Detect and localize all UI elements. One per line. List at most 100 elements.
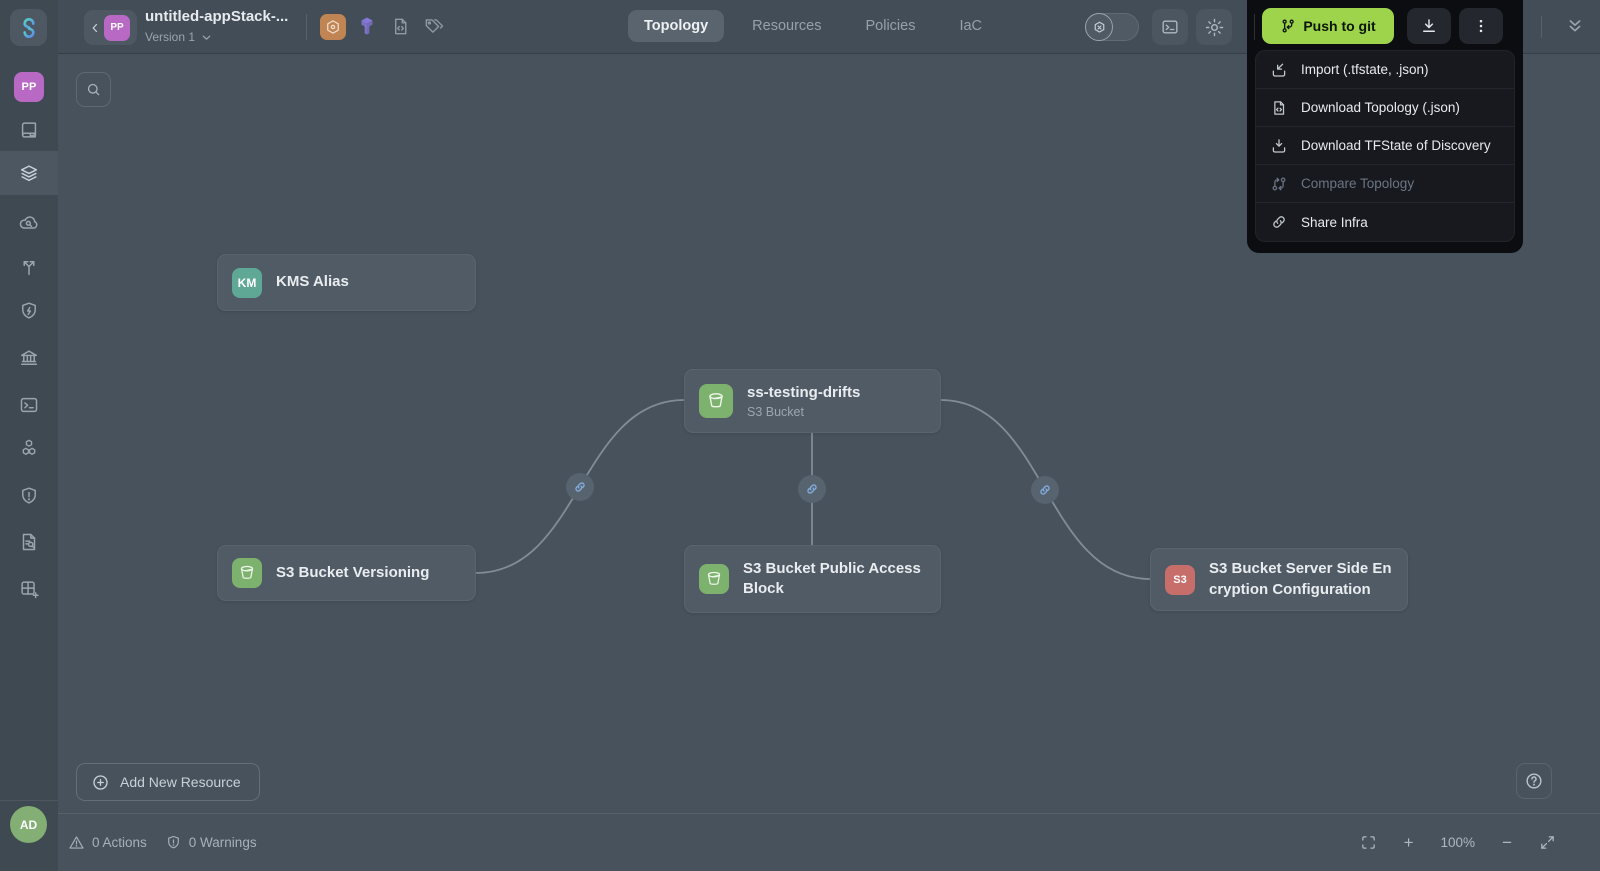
menu-item-download-tfstate[interactable]: Download TFState of Discovery bbox=[1256, 127, 1514, 165]
export-menu: Import (.tfstate, .json) Download Topolo… bbox=[1255, 50, 1515, 242]
import-icon bbox=[1270, 61, 1288, 79]
kebab-menu-icon bbox=[1472, 17, 1490, 35]
sidebar-item-policy-alerts[interactable] bbox=[0, 474, 58, 518]
terminal-icon bbox=[18, 394, 40, 416]
node-s3-bucket-sse-configuration[interactable]: S3 S3 Bucket Server Side Encryption Conf… bbox=[1150, 548, 1408, 611]
actions-count-label: 0 Actions bbox=[92, 835, 147, 850]
tab-resources[interactable]: Resources bbox=[736, 10, 837, 42]
link-icon bbox=[1270, 213, 1288, 231]
sidebar-item-stacks[interactable] bbox=[0, 151, 58, 195]
download-icon bbox=[1420, 17, 1438, 35]
logo-icon bbox=[17, 16, 41, 40]
node-title: S3 Bucket Server Side Encryption Configu… bbox=[1209, 559, 1393, 600]
workspace-avatar[interactable]: PP bbox=[14, 72, 44, 102]
back-button[interactable]: PP bbox=[84, 10, 137, 45]
double-chevron-down-icon bbox=[1564, 15, 1586, 37]
grid-plus-icon bbox=[18, 578, 40, 600]
shield-exclamation-icon bbox=[18, 485, 40, 507]
bank-icon bbox=[18, 347, 40, 369]
menu-item-label: Import (.tfstate, .json) bbox=[1301, 62, 1429, 77]
warning-triangle-icon bbox=[68, 834, 85, 851]
collapse-header-button[interactable] bbox=[1564, 15, 1586, 37]
fit-view-icon[interactable] bbox=[1360, 834, 1377, 851]
tags-icon bbox=[423, 16, 444, 37]
status-bar: 0 Actions 0 Warnings + 100% − bbox=[58, 813, 1600, 871]
warnings-count-label: 0 Warnings bbox=[189, 835, 257, 850]
layers-icon bbox=[18, 162, 40, 184]
download-tray-icon bbox=[1270, 137, 1288, 155]
panel-divider bbox=[1254, 14, 1255, 40]
terminal-icon bbox=[1160, 17, 1180, 37]
sidebar-item-governance[interactable] bbox=[0, 336, 58, 380]
tags-button[interactable] bbox=[423, 16, 444, 37]
zoom-in-button[interactable]: + bbox=[1404, 833, 1414, 853]
edge-link-button[interactable] bbox=[566, 473, 594, 501]
kms-resource-badge[interactable] bbox=[320, 14, 346, 40]
add-new-resource-button[interactable]: Add New Resource bbox=[76, 763, 260, 801]
project-badge: PP bbox=[104, 15, 130, 41]
node-title: S3 Bucket Versioning bbox=[276, 563, 429, 583]
sidebar-item-terminal[interactable] bbox=[0, 383, 58, 427]
cost-mode-toggle[interactable] bbox=[1085, 13, 1139, 41]
sidebar-item-branching[interactable] bbox=[0, 245, 58, 289]
user-avatar[interactable]: AD bbox=[10, 806, 47, 843]
link-icon bbox=[805, 482, 819, 496]
node-s3-bucket-versioning[interactable]: S3 Bucket Versioning bbox=[217, 545, 476, 601]
kms-hexagon-icon bbox=[324, 18, 342, 36]
sidebar-item-integrations[interactable] bbox=[0, 567, 58, 611]
plus-circle-icon bbox=[91, 773, 110, 792]
document-search-icon bbox=[18, 531, 40, 553]
console-button[interactable] bbox=[1152, 9, 1188, 45]
chevron-down-icon bbox=[200, 31, 213, 44]
menu-item-compare-topology[interactable]: Compare Topology bbox=[1256, 165, 1514, 203]
fullscreen-icon[interactable] bbox=[1539, 834, 1556, 851]
help-button[interactable] bbox=[1516, 763, 1552, 799]
node-badge: KM bbox=[232, 268, 262, 298]
menu-item-label: Compare Topology bbox=[1301, 176, 1414, 191]
version-selector[interactable]: Version 1 bbox=[145, 30, 213, 44]
app-logo[interactable] bbox=[10, 9, 47, 46]
node-kms-alias[interactable]: KM KMS Alias bbox=[217, 254, 476, 311]
node-title: ss-testing-drifts bbox=[747, 383, 860, 403]
menu-item-import[interactable]: Import (.tfstate, .json) bbox=[1256, 51, 1514, 89]
edge-link-button[interactable] bbox=[1031, 476, 1059, 504]
iac-file-button[interactable] bbox=[390, 16, 411, 37]
tab-policies[interactable]: Policies bbox=[849, 10, 931, 42]
zoom-level: 100% bbox=[1441, 835, 1476, 850]
node-ss-testing-drifts[interactable]: ss-testing-drifts S3 Bucket bbox=[684, 369, 941, 433]
node-title: S3 Bucket Public Access Block bbox=[743, 559, 926, 600]
shield-exclamation-icon bbox=[165, 834, 182, 851]
search-icon bbox=[85, 81, 102, 98]
menu-item-label: Download TFState of Discovery bbox=[1301, 138, 1491, 153]
tab-iac[interactable]: IaC bbox=[943, 10, 998, 42]
header-divider bbox=[306, 14, 307, 40]
sidebar-item-cloud-discovery[interactable] bbox=[0, 201, 58, 245]
canvas-search-button[interactable] bbox=[76, 72, 111, 107]
zoom-out-button[interactable]: − bbox=[1502, 833, 1512, 853]
project-title: untitled-appStack-... bbox=[145, 8, 288, 25]
s3-bucket-icon bbox=[232, 558, 262, 588]
terraform-badge[interactable] bbox=[354, 14, 380, 40]
actions-count[interactable]: 0 Actions bbox=[68, 834, 147, 851]
sidebar-item-shield-bolt[interactable] bbox=[0, 289, 58, 333]
more-options-button[interactable] bbox=[1459, 8, 1503, 44]
node-subtitle: S3 Bucket bbox=[747, 405, 860, 419]
menu-item-download-topology[interactable]: Download Topology (.json) bbox=[1256, 89, 1514, 127]
link-icon bbox=[1038, 483, 1052, 497]
file-code-icon bbox=[1270, 99, 1288, 117]
sidebar-item-repository[interactable] bbox=[0, 108, 58, 152]
menu-item-label: Share Infra bbox=[1301, 215, 1368, 230]
settings-button[interactable] bbox=[1196, 9, 1232, 45]
shield-bolt-icon bbox=[18, 300, 40, 322]
push-to-git-button[interactable]: Push to git bbox=[1262, 8, 1394, 44]
edge-link-button[interactable] bbox=[798, 475, 826, 503]
sidebar-item-audit-log[interactable] bbox=[0, 520, 58, 564]
hexagon-x-icon bbox=[1091, 19, 1108, 36]
sidebar-item-modules[interactable] bbox=[0, 426, 58, 470]
menu-item-share-infra[interactable]: Share Infra bbox=[1256, 203, 1514, 241]
download-button[interactable] bbox=[1407, 8, 1451, 44]
menu-item-label: Download Topology (.json) bbox=[1301, 100, 1460, 115]
warnings-count[interactable]: 0 Warnings bbox=[165, 834, 257, 851]
tab-topology[interactable]: Topology bbox=[628, 10, 724, 42]
node-s3-bucket-public-access-block[interactable]: S3 Bucket Public Access Block bbox=[684, 545, 941, 613]
